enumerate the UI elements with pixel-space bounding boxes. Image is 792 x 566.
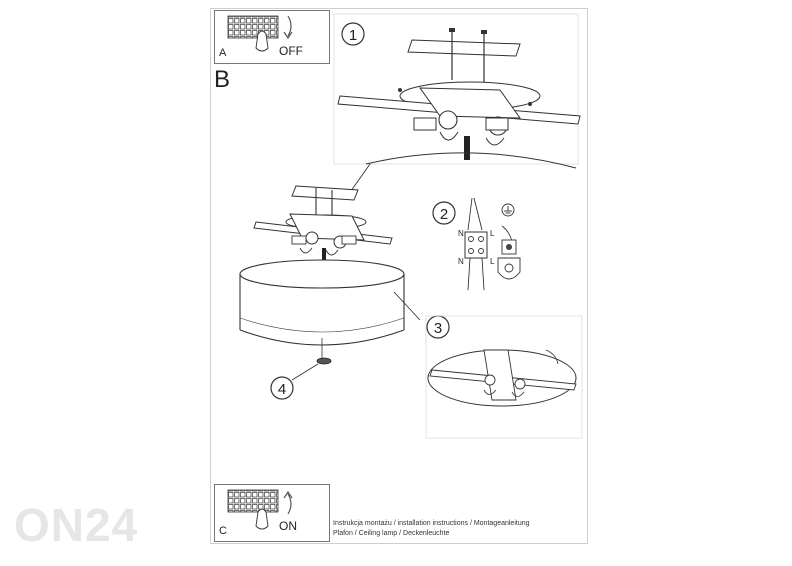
step-1-label: 1	[349, 27, 357, 44]
hand-icon	[255, 30, 269, 52]
panel-b-letter: B	[214, 66, 231, 93]
wire-live-label: L	[490, 257, 495, 266]
footer-instructions-title: Instrukcja montażu / installation instru…	[333, 520, 530, 527]
lamp-assembly	[239, 185, 405, 365]
detail-1-bracket: 1	[333, 13, 581, 169]
breaker-panel-icon	[227, 15, 279, 39]
step-4-label: 4	[278, 381, 286, 398]
panel-a-action-label: OFF	[279, 44, 303, 58]
wire-neutral-label: N	[458, 229, 464, 238]
detail-2-wiring: 2 N L N L	[432, 197, 521, 291]
watermark-logo: ON24	[14, 499, 139, 551]
detail-4-cap: 4	[270, 363, 319, 400]
breaker-panel-icon	[227, 489, 279, 513]
wire-neutral-label: N	[458, 257, 464, 266]
step-2-label: 2	[440, 206, 448, 223]
footer-product-name: Plafon / Ceiling lamp / Deckenleuchte	[333, 530, 450, 537]
arrow-up-icon	[287, 493, 292, 515]
wire-live-label: L	[490, 229, 495, 238]
arrow-down-icon	[287, 15, 292, 37]
detail-3-inside-view: 3	[393, 291, 583, 439]
panel-a-letter: A	[219, 47, 227, 59]
panel-c-letter: C	[219, 525, 227, 537]
step-2-marker	[432, 201, 456, 225]
breaker-on-illustration	[227, 489, 293, 530]
step-1-marker	[341, 22, 365, 46]
breaker-off-illustration	[227, 15, 293, 52]
step-3-label: 3	[434, 320, 442, 337]
panel-c-action-label: ON	[279, 519, 297, 533]
hand-icon	[255, 508, 269, 530]
step-4-marker	[270, 376, 294, 400]
